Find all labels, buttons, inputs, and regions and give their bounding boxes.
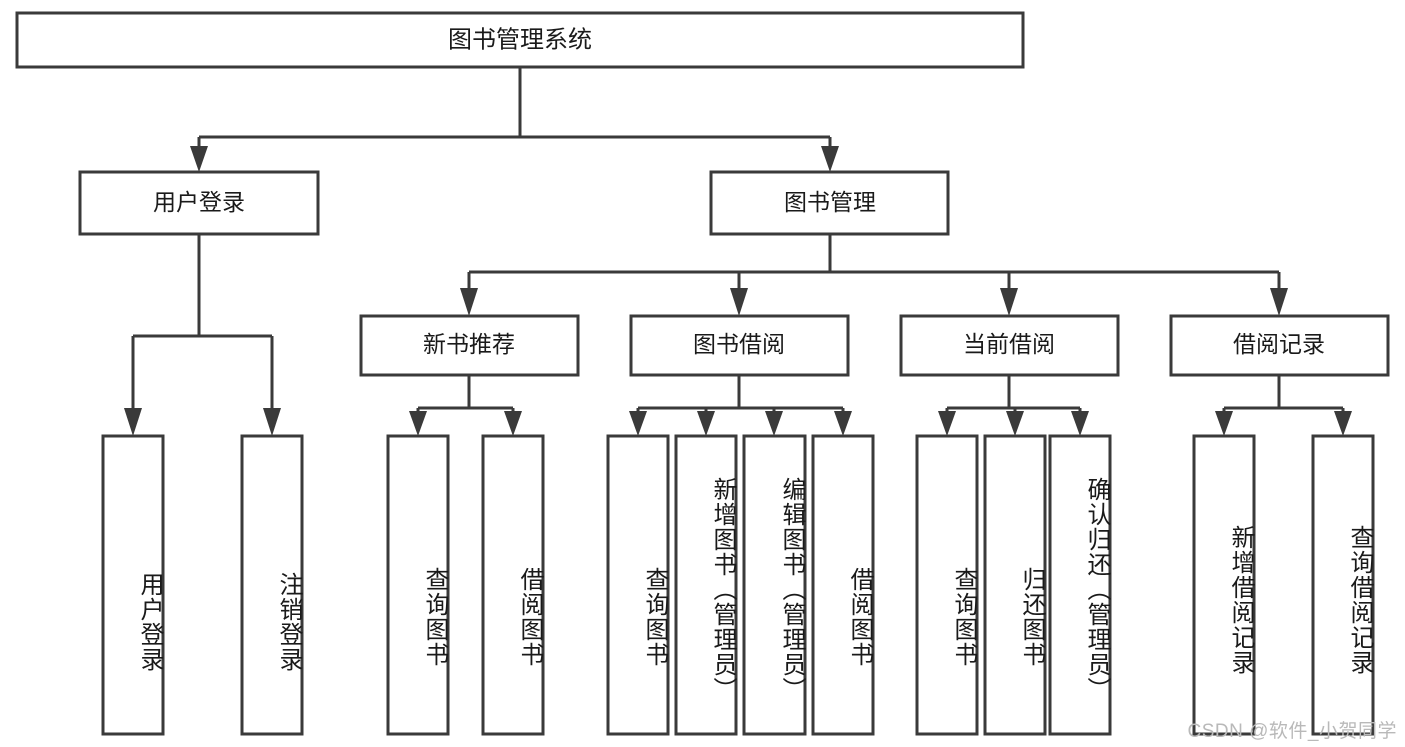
arrowhead-current-borrow [1000,288,1018,316]
node-book-manage-box[interactable] [709,170,950,236]
node-leaf-borrow-book-box[interactable] [811,434,875,736]
connector-newbookrec-to-leaves [409,375,522,436]
arrowhead-leaf-add-record [1215,411,1233,436]
node-leaf-query-book-borrow-box[interactable] [606,434,670,736]
arrowhead-leaf-return-book [1006,411,1024,436]
node-root-label: 图书管理系统 [448,26,592,53]
arrowhead-leaf-query-book-borrow [629,411,647,436]
node-leaf-query-book-current-box[interactable] [915,434,979,736]
connector-bookmanage-to-level3 [460,234,1288,316]
node-root-box[interactable] [15,11,1025,69]
arrowhead-leaf-borrow-book-rec [504,411,522,436]
connector-borrowrecord-to-leaves [1215,375,1352,436]
connector-root-to-level2 [190,67,839,172]
node-book-manage-label: 图书管理 [784,189,876,215]
node-user-login[interactable]: 用户登录 [78,170,320,236]
node-current-borrow-label: 当前借阅 [963,331,1055,357]
node-leaf-confirm-return-box[interactable] [1048,434,1112,736]
node-leaf-query-book-rec-box[interactable] [386,434,450,736]
arrowhead-leaf-confirm-return [1071,411,1089,436]
node-book-borrow-box[interactable] [629,314,850,377]
node-user-login-box[interactable] [78,170,320,236]
arrowhead-book-manage [821,146,839,172]
connector-userlogin-to-leaves [124,234,281,436]
arrowhead-book-borrow [730,288,748,316]
node-leaf-user-login-box[interactable] [101,434,165,736]
node-new-book-rec-label: 新书推荐 [423,331,515,357]
csdn-watermark: CSDN @软件_小贺同学 [1187,721,1397,742]
node-borrow-record-label: 借阅记录 [1233,331,1325,357]
node-leaf-return-book-box[interactable] [983,434,1047,736]
connector-bookborrow-to-leaves [629,375,852,436]
node-book-borrow[interactable]: 图书借阅 [629,314,850,377]
node-current-borrow-box[interactable] [899,314,1120,377]
arrowhead-leaf-query-book-rec [409,411,427,436]
arrowhead-leaf-user-login [124,408,142,436]
arrowhead-leaf-query-book-current [938,411,956,436]
node-book-manage[interactable]: 图书管理 [709,170,950,236]
node-borrow-record[interactable]: 借阅记录 [1169,314,1390,377]
node-user-login-label: 用户登录 [153,189,245,215]
arrowhead-leaf-logout [263,408,281,436]
arrowhead-leaf-add-book [697,411,715,436]
node-leaf-logout-box[interactable] [240,434,304,736]
node-leaf-borrow-book-rec-box[interactable] [481,434,545,736]
arrowhead-leaf-query-record [1334,411,1352,436]
node-current-borrow[interactable]: 当前借阅 [899,314,1120,377]
node-book-borrow-label: 图书借阅 [693,331,785,357]
arrowhead-leaf-edit-book [765,411,783,436]
arrowhead-user-login [190,146,208,172]
node-leaf-add-book-box[interactable] [674,434,738,736]
node-new-book-rec-box[interactable] [359,314,580,377]
arrowhead-leaf-borrow-book [834,411,852,436]
node-root[interactable]: 图书管理系统 [15,11,1025,69]
arrowhead-borrow-record [1270,288,1288,316]
node-leaf-add-record-box[interactable] [1192,434,1256,736]
node-leaf-query-record-box[interactable] [1311,434,1375,736]
arrowhead-new-book-rec [460,288,478,316]
connector-currentborrow-to-leaves [938,375,1089,436]
node-new-book-rec[interactable]: 新书推荐 [359,314,580,377]
node-leaf-edit-book-box[interactable] [742,434,807,736]
node-borrow-record-box[interactable] [1169,314,1390,377]
